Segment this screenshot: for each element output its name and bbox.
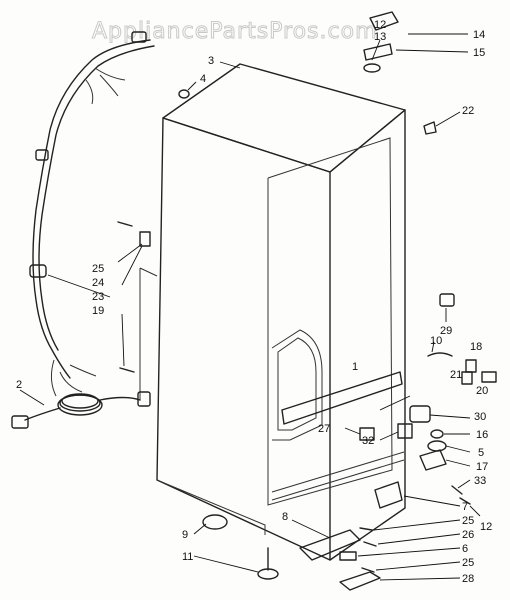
- callout-27: 27: [318, 423, 330, 435]
- callout-19: 19: [92, 305, 104, 317]
- callout-25-lower-a: 25: [462, 515, 474, 527]
- callout-2: 2: [16, 379, 22, 391]
- callout-8: 8: [282, 511, 288, 523]
- power-cord: [11, 391, 151, 429]
- callout-5: 5: [478, 447, 484, 459]
- callout-17: 17: [476, 461, 488, 473]
- callout-7: 7: [462, 501, 468, 513]
- callout-6: 6: [462, 543, 468, 555]
- callout-23: 23: [92, 291, 104, 303]
- callout-1: 1: [352, 361, 358, 373]
- callout-20: 20: [476, 385, 488, 397]
- callout-12-lower: 12: [480, 521, 492, 533]
- callout-11: 11: [182, 551, 193, 563]
- callout-4: 4: [200, 73, 206, 85]
- callout-29: 29: [440, 325, 452, 337]
- small-parts: [117, 11, 497, 591]
- callout-26: 26: [462, 529, 474, 541]
- callout-15: 15: [473, 47, 485, 59]
- callout-18: 18: [470, 341, 482, 353]
- callout-10: 10: [430, 335, 442, 347]
- callout-21: 21: [450, 369, 462, 381]
- callout-25-lower-b: 25: [462, 557, 474, 569]
- callout-25: 25: [92, 263, 104, 275]
- wiring-harness: [29, 31, 155, 397]
- callout-labels: 14 12 13 15 3 4 22 25 24 23 19 2 29 10 1…: [16, 19, 492, 585]
- callout-16: 16: [476, 429, 488, 441]
- callout-3: 3: [208, 55, 214, 67]
- callout-14: 14: [473, 29, 485, 41]
- callout-9: 9: [182, 529, 188, 541]
- leader-lines: [19, 33, 481, 581]
- callout-13: 13: [374, 31, 386, 43]
- callout-12: 12: [374, 19, 386, 31]
- callout-22: 22: [462, 105, 474, 117]
- callout-24: 24: [92, 277, 104, 289]
- cabinet: [139, 63, 406, 561]
- callout-30: 30: [474, 411, 486, 423]
- callout-28: 28: [462, 573, 474, 585]
- callout-32: 32: [362, 435, 374, 447]
- callout-33: 33: [474, 475, 486, 487]
